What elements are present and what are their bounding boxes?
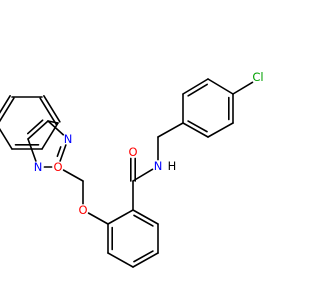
double-bond-p3-p4	[0, 95, 11, 114]
single-bond-Cl-c1	[232, 81, 254, 95]
single-bond-c2-c3	[207, 122, 234, 138]
chlorine-atom-label: Cl	[252, 70, 263, 84]
double-bond-d3-d4-inner	[133, 250, 154, 263]
single-bond-c6-c1	[207, 78, 234, 95]
double-bond-c3-c4	[182, 122, 209, 138]
double-bond-c5-c6	[182, 78, 209, 95]
double-bond-p1-p2	[43, 95, 61, 123]
double-bond-p1-p2-second	[39, 97, 57, 125]
double-bond-x5-x4	[59, 144, 67, 162]
double-bond-d3-d4	[132, 252, 159, 268]
single-bond-N-cO	[132, 168, 154, 182]
single-bond-c4-ch2a	[157, 122, 184, 138]
single-bond-p6-p1	[41, 122, 59, 150]
ether-oxygen-label: O	[78, 203, 87, 217]
double-bond-d1-d2-inner	[133, 214, 154, 227]
double-bond-x3-x2	[27, 120, 49, 140]
single-bond-ch2b-x5	[62, 169, 84, 182]
double-bond-p3-p4-second	[0, 97, 15, 123]
single-bond-d4-d5	[107, 252, 134, 268]
double-bond-c3-c4-inner	[187, 120, 208, 133]
amide-hydrogen-label: H	[168, 159, 177, 173]
amide-nitrogen-label: N	[154, 159, 163, 173]
single-bond-p4-p5	[0, 127, 13, 150]
single-bond-x3-p1	[47, 120, 59, 124]
double-bond-x5-x4-inner	[56, 146, 62, 158]
oxadiazole-nitrogen-2-label: N	[34, 160, 43, 174]
double-bond-d1-d2	[132, 209, 159, 225]
single-bond-d6-d1	[107, 209, 134, 225]
bond-layer	[0, 78, 254, 268]
double-bond-c5-c6-inner	[187, 83, 208, 97]
oxadiazole-oxygen-label: O	[53, 160, 62, 174]
single-bond-d6-Oe	[87, 212, 109, 225]
carbonyl-oxygen-label: O	[128, 145, 137, 159]
oxadiazole-nitrogen-4-label: N	[64, 132, 73, 146]
double-bond-x3-x2-inner	[26, 119, 44, 135]
single-bond-x2-x1	[27, 138, 37, 162]
